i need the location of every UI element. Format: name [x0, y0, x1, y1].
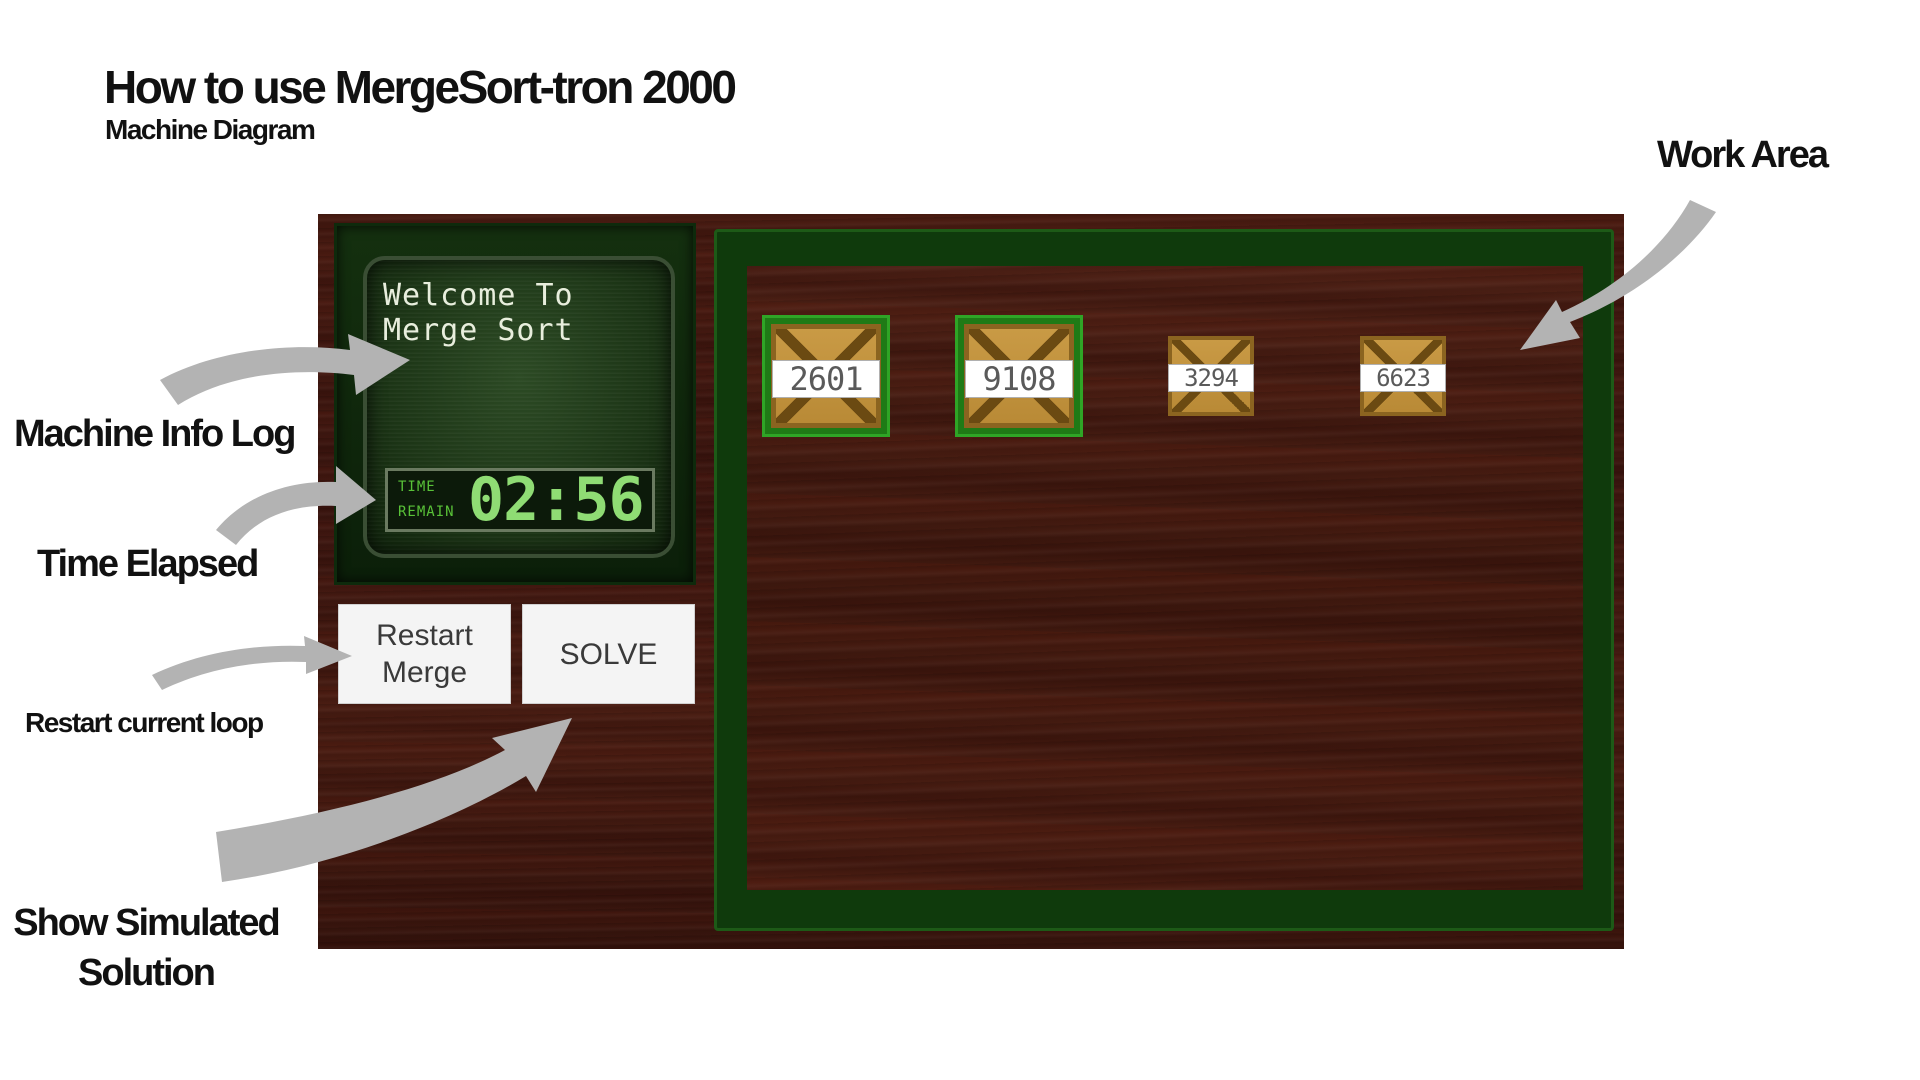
log-line-2: Merge Sort	[383, 313, 574, 348]
info-log-screen: Welcome To Merge Sort TIME REMAIN 02:56	[363, 256, 675, 558]
callout-work-area: Work Area	[1657, 134, 1829, 176]
page-subtitle: Machine Diagram	[105, 114, 316, 145]
crate-slot-selected[interactable]: 9108	[955, 315, 1083, 437]
solve-button[interactable]: SOLVE	[522, 604, 695, 704]
crate: 9108	[964, 324, 1074, 428]
crate: 3294	[1168, 336, 1254, 416]
info-log-arrow-icon	[160, 334, 410, 405]
callout-time-elapsed: Time Elapsed	[37, 543, 259, 585]
callout-restart-loop: Restart current loop	[25, 707, 264, 738]
restart-label-line-1: Restart	[376, 619, 473, 652]
crate: 2601	[771, 324, 881, 428]
work-area: 2601 9108 3294 6623	[747, 266, 1583, 890]
solve-label: SOLVE	[559, 637, 658, 671]
timer-display: TIME REMAIN 02:56	[385, 468, 655, 532]
log-line-1: Welcome To	[383, 278, 574, 313]
work-area-arrow-icon	[1520, 200, 1716, 350]
restart-label-line-2: Merge	[381, 656, 468, 689]
callout-info-log: Machine Info Log	[14, 413, 296, 455]
timer-caption-time: TIME	[398, 479, 436, 495]
crate: 6623	[1360, 336, 1446, 416]
crate-value: 6623	[1360, 364, 1446, 392]
callout-show-solution-line-1: Show Simulated	[13, 902, 280, 944]
crate-value: 3294	[1168, 364, 1254, 392]
solve-arrow-icon	[216, 718, 572, 882]
crate-value: 2601	[772, 360, 880, 398]
crate-slot[interactable]: 3294	[1168, 336, 1254, 416]
time-elapsed-arrow-icon	[216, 466, 376, 545]
machine-console: Welcome To Merge Sort TIME REMAIN 02:56	[334, 223, 696, 585]
page-title: How to use MergeSort-tron 2000	[104, 61, 737, 113]
work-area-frame: 2601 9108 3294 6623	[714, 229, 1614, 931]
info-log-text: Welcome To Merge Sort	[383, 278, 574, 348]
callout-show-solution-line-2: Solution	[78, 952, 216, 994]
crate-value: 9108	[965, 360, 1073, 398]
crate-slot[interactable]: 6623	[1360, 336, 1446, 416]
timer-caption-remain: REMAIN	[398, 504, 455, 520]
restart-arrow-icon	[152, 636, 352, 690]
crate-slot-selected[interactable]: 2601	[762, 315, 890, 437]
timer-value: 02:56	[468, 465, 645, 535]
